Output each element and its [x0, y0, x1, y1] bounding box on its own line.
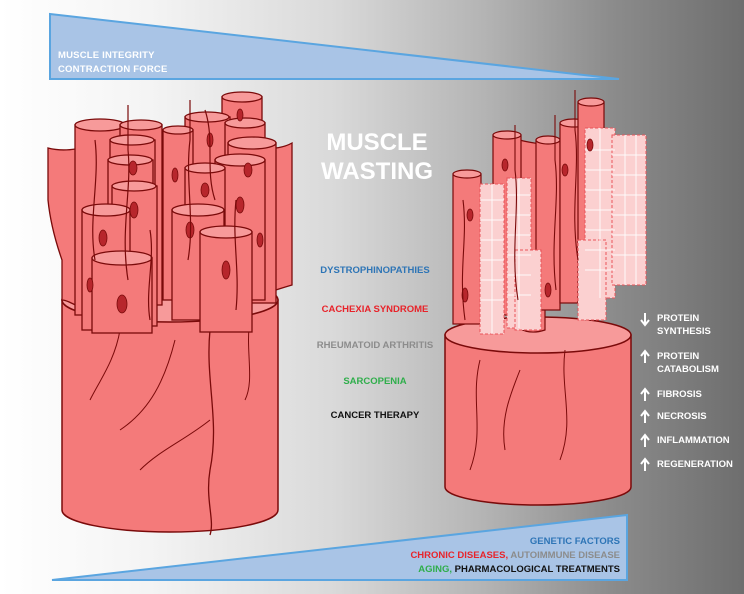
effect-label-line: NECROSIS: [657, 411, 707, 422]
diagram-title: MUSCLE WASTING: [302, 128, 452, 186]
effect-label: PROTEIN CATABOLISM: [657, 350, 719, 376]
risk-factors-triangle: [51, 513, 628, 581]
effect-label: PROTEIN SYNTHESIS: [657, 312, 711, 338]
top-triangle-label: MUSCLE INTEGRITY CONTRACTION FORCE: [58, 49, 167, 77]
effect-label-line: FIBROSIS: [657, 389, 702, 400]
contraction-force-label: CONTRACTION FORCE: [58, 64, 168, 75]
effect-label-line: REGENERATION: [657, 459, 733, 470]
effect-label-line: PROTEIN: [657, 351, 700, 362]
condition-label: RHEUMATOID ARTHRITIS: [316, 340, 434, 351]
arrow-down-icon: [640, 313, 650, 327]
condition-label: DYSTROPHINOPATHIES: [320, 265, 430, 276]
arrow-up-icon: [640, 387, 650, 401]
condition-label: CANCER THERAPY: [330, 410, 420, 421]
effect-label: REGENERATION: [657, 458, 733, 471]
effect-arrows: [640, 313, 650, 471]
healthy-muscle: [47, 91, 293, 536]
effect-label-line: CATABOLISM: [657, 364, 719, 375]
wasting-muscle: [444, 90, 647, 506]
arrow-up-icon: [640, 349, 650, 363]
effect-label-line: PROTEIN: [657, 313, 700, 324]
chronic-diseases-line: CHRONIC DISEASES, AUTOIMMUNE DISEASE: [410, 550, 620, 561]
muscle-integrity-triangle: [49, 12, 620, 80]
aging-label: AGING,: [418, 564, 452, 575]
arrow-up-icon: [640, 409, 650, 423]
aging-line: AGING, PHARMACOLOGICAL TREATMENTS: [418, 564, 620, 575]
arrow-up-icon: [640, 457, 650, 471]
title-line-1: MUSCLE: [326, 129, 428, 156]
effect-label-line: INFLAMMATION: [657, 435, 730, 446]
autoimmune-disease-label: AUTOIMMUNE DISEASE: [508, 550, 620, 561]
condition-label: CACHEXIA SYNDROME: [321, 304, 429, 315]
arrow-up-icon: [640, 433, 650, 447]
effect-label: FIBROSIS: [657, 388, 702, 401]
title-line-2: WASTING: [321, 158, 433, 185]
genetic-factors-label: GENETIC FACTORS: [529, 536, 620, 547]
pharmacological-treatments-label: PHARMACOLOGICAL TREATMENTS: [451, 564, 620, 575]
condition-label: SARCOPENIA: [343, 376, 407, 387]
muscle-integrity-label: MUSCLE INTEGRITY: [58, 50, 155, 61]
effect-label: INFLAMMATION: [657, 434, 730, 447]
effect-label: NECROSIS: [657, 410, 707, 423]
effect-label-line: SYNTHESIS: [657, 326, 711, 337]
chronic-diseases-label: CHRONIC DISEASES,: [410, 550, 509, 561]
